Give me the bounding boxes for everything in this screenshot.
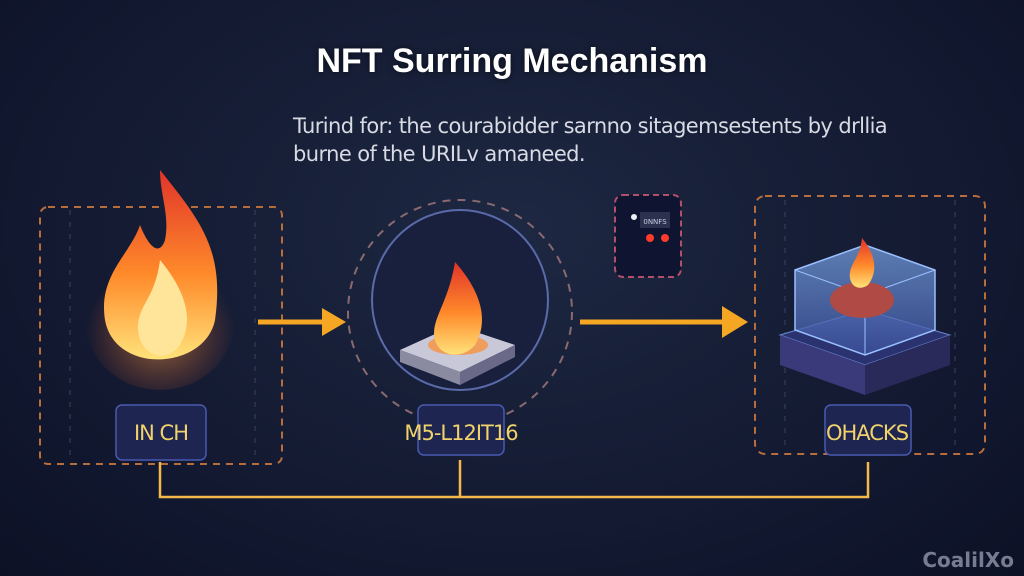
subtitle-line-1: Turind for: the courabidder sarnno sitag… [293, 114, 888, 138]
arrow-1 [258, 308, 346, 336]
stage-1-label: IN CH [134, 421, 188, 445]
phone-icon: 0NNFS [614, 194, 682, 278]
stage-3-label: OHACKS [826, 421, 909, 445]
stage-3-dashed-frame [754, 195, 986, 455]
flame-on-slab-icon [400, 262, 515, 385]
flame-icon [104, 170, 218, 360]
stage-1-label-plate [115, 404, 207, 461]
burning-cube-icon [778, 238, 952, 395]
page-title: NFT Surring Mechanism [316, 42, 708, 80]
subtitle: Turind for: the courabidder sarnno sitag… [293, 112, 973, 168]
stage-3-label-plate [824, 404, 912, 456]
stage-2-label-plate [417, 404, 505, 456]
stage-1-group: IN CH [39, 170, 283, 465]
watermark: CoalilXo [922, 548, 1014, 572]
arrow-2 [580, 306, 748, 338]
stage-2-group: M5-L12IT16 [347, 199, 573, 456]
stage-3-group: OHACKS [754, 195, 986, 456]
device-screen-text: 0NNFS [643, 218, 667, 226]
bottom-connector [158, 460, 870, 499]
stage-2-label: M5-L12IT16 [404, 421, 518, 445]
subtitle-line-2: burne of the URILv amaneed. [293, 142, 586, 166]
stage-2-dashed-ring [347, 199, 573, 425]
